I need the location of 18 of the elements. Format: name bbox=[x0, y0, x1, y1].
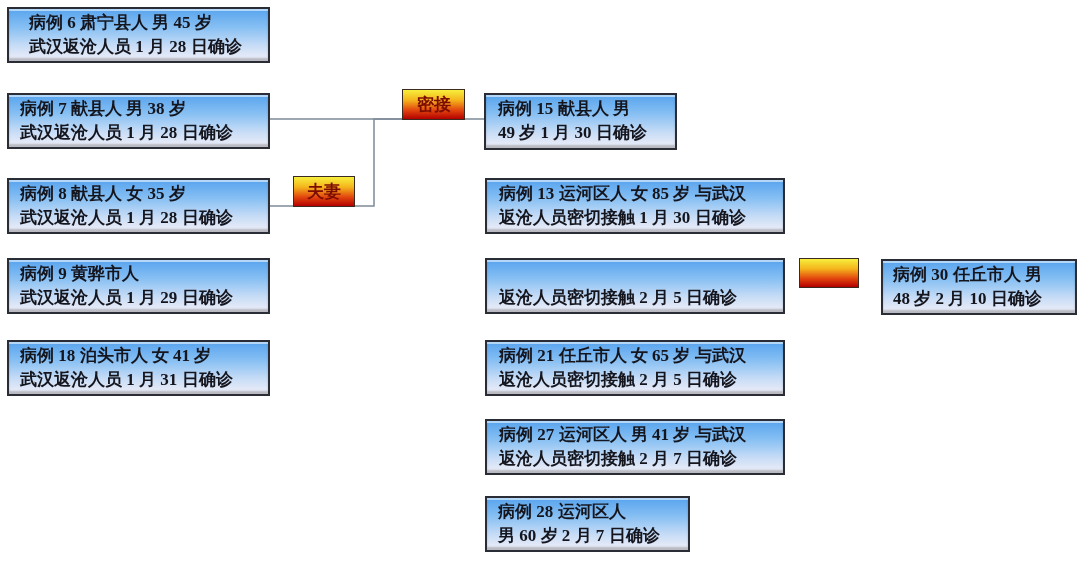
relation-tag: 密接 bbox=[402, 89, 465, 120]
relation-tag: 夫妻 bbox=[293, 176, 355, 207]
case-box: 返沧人员密切接触 2 月 5 日确诊 bbox=[485, 258, 785, 314]
connector-line bbox=[269, 205, 294, 207]
case-box: 病例 6 肃宁县人 男 45 岁武汉返沧人员 1 月 28 日确诊 bbox=[7, 7, 270, 63]
relation-tag bbox=[799, 258, 859, 288]
case-box: 病例 7 献县人 男 38 岁武汉返沧人员 1 月 28 日确诊 bbox=[7, 93, 270, 149]
case-box: 病例 18 泊头市人 女 41 岁武汉返沧人员 1 月 31 日确诊 bbox=[7, 340, 270, 396]
case-box: 病例 13 运河区人 女 85 岁 与武汉返沧人员密切接触 1 月 30 日确诊 bbox=[485, 178, 785, 234]
case-box: 病例 9 黄骅市人武汉返沧人员 1 月 29 日确诊 bbox=[7, 258, 270, 314]
case-box: 病例 28 运河区人男 60 岁 2 月 7 日确诊 bbox=[485, 496, 690, 552]
case-box: 病例 15 献县人 男49 岁 1 月 30 日确诊 bbox=[484, 93, 677, 150]
case-box: 病例 8 献县人 女 35 岁武汉返沧人员 1 月 28 日确诊 bbox=[7, 178, 270, 234]
case-box: 病例 27 运河区人 男 41 岁 与武汉返沧人员密切接触 2 月 7 日确诊 bbox=[485, 419, 785, 475]
case-box: 病例 30 任丘市人 男48 岁 2 月 10 日确诊 bbox=[881, 259, 1077, 315]
connector-line bbox=[354, 118, 403, 207]
case-box: 病例 21 任丘市人 女 65 岁 与武汉返沧人员密切接触 2 月 5 日确诊 bbox=[485, 340, 785, 396]
connector-line bbox=[464, 118, 485, 120]
